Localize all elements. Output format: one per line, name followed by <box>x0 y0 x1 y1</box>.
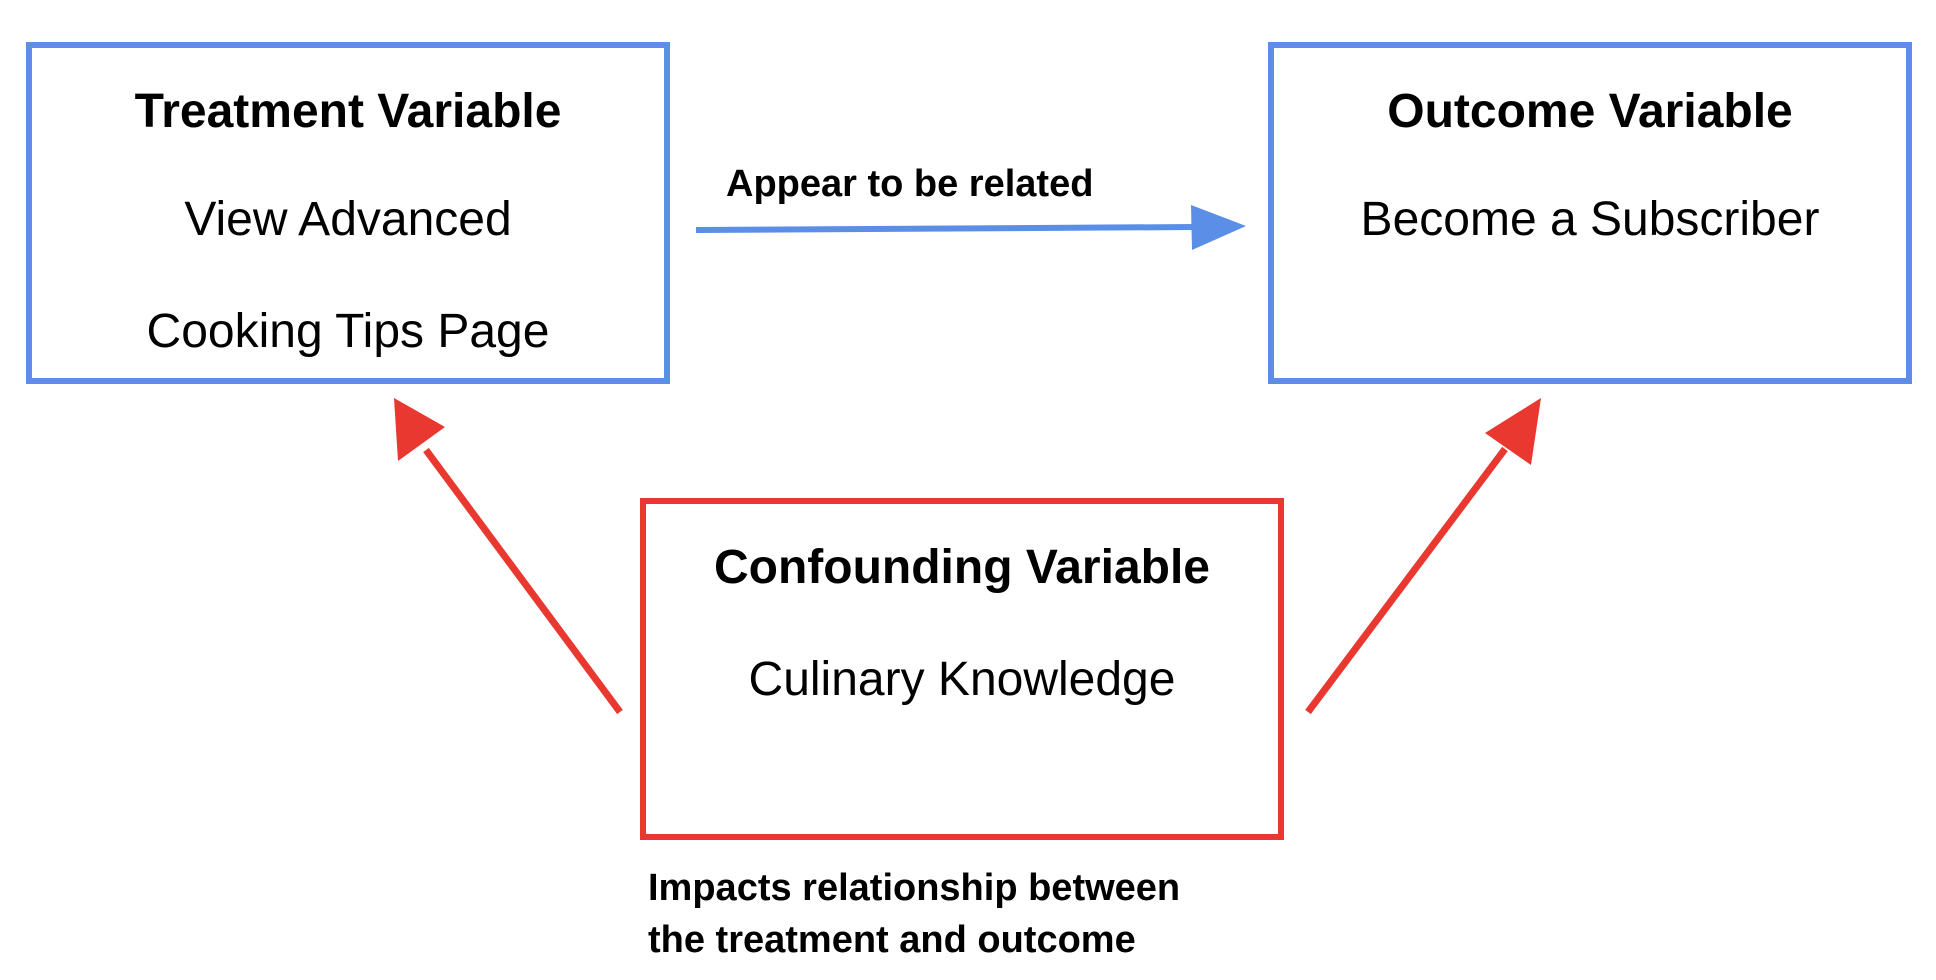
impacts-label-line1: Impacts relationship between <box>648 867 1181 909</box>
outcome-variable-title: Outcome Variable <box>1387 85 1793 138</box>
confound-to-treatment-arrowhead <box>394 398 445 461</box>
related-label: Appear to be related <box>726 163 1094 205</box>
confound-to-outcome-arrowhead <box>1485 398 1541 465</box>
treatment-variable-box: Treatment Variable View Advanced Cooking… <box>26 42 670 384</box>
treatment-variable-line1: View Advanced <box>184 193 512 246</box>
confound-to-outcome-arrow-line <box>1305 446 1508 715</box>
confounding-variable-box: Confounding Variable Culinary Knowledge <box>640 498 1284 840</box>
treatment-variable-title: Treatment Variable <box>134 85 562 138</box>
related-arrow-line <box>695 224 1197 233</box>
confounding-variable-title: Confounding Variable <box>713 541 1210 594</box>
related-arrowhead <box>1191 205 1246 250</box>
impacts-label-line2: the treatment and outcome <box>648 919 1136 961</box>
confound-to-treatment-arrow-line <box>423 447 623 715</box>
outcome-variable-box: Outcome Variable Become a Subscriber <box>1268 42 1912 384</box>
confounding-variable-line1: Culinary Knowledge <box>748 653 1176 706</box>
treatment-variable-line2: Cooking Tips Page <box>146 305 550 358</box>
outcome-variable-line1: Become a Subscriber <box>1360 193 1820 246</box>
